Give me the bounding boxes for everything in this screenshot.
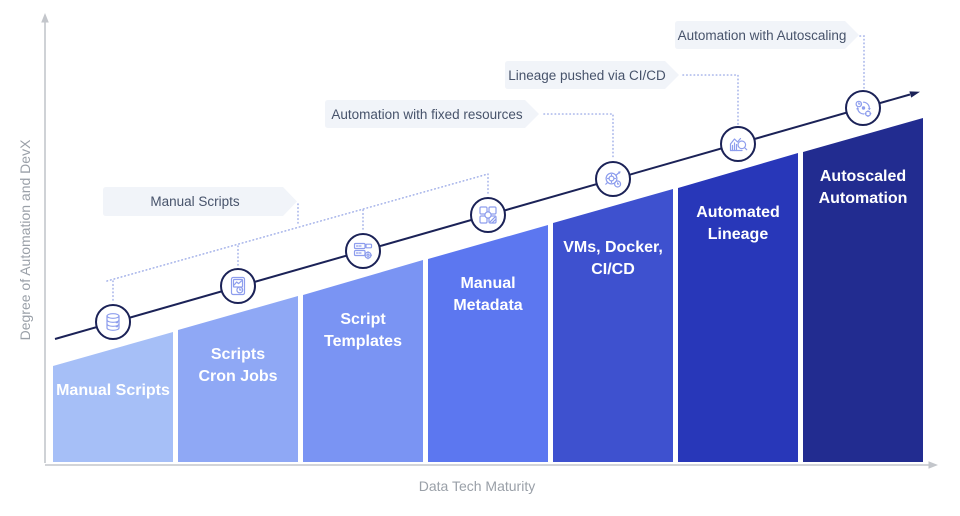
callout-shape xyxy=(103,187,297,216)
callout-label: Manual Scripts xyxy=(150,194,240,209)
x-axis-arrow-icon xyxy=(928,461,938,469)
node-autoscaled-automation xyxy=(845,90,881,126)
callout-autoscaling: Automation with Autoscaling xyxy=(675,21,859,49)
bar-label: Automated xyxy=(696,204,780,221)
bar-label: Metadata xyxy=(453,297,522,314)
bar-label: Scripts xyxy=(211,346,265,363)
callout-label: Lineage pushed via CI/CD xyxy=(508,68,666,83)
bar-label: VMs, Docker, xyxy=(563,239,663,256)
node-automated-lineage xyxy=(720,126,756,162)
y-axis-arrow-icon xyxy=(41,13,49,23)
bar-autoscaled-automation xyxy=(803,118,923,462)
connector-lineage-cicd xyxy=(682,74,739,126)
lineage-chart-icon xyxy=(729,137,748,152)
callout-shape xyxy=(505,61,679,89)
callout-label: Automation with Autoscaling xyxy=(678,28,847,43)
bar-label: Templates xyxy=(324,333,402,350)
axes: Degree of Automation and DevX Data Tech … xyxy=(17,13,938,494)
node-circle xyxy=(220,268,256,304)
callout-fixed-resources: Automation with fixed resources xyxy=(325,100,539,128)
node-vms-docker-cicd xyxy=(595,161,631,197)
bar-label: Manual Scripts xyxy=(56,382,170,399)
stage-bars xyxy=(53,118,923,462)
node-script-templates xyxy=(345,233,381,269)
node-scripts-cron-jobs xyxy=(220,268,256,304)
bar-label: Autoscaled xyxy=(820,168,906,185)
report-document-icon xyxy=(230,276,246,296)
callouts: Manual Scripts Automation with fixed res… xyxy=(103,21,859,216)
bar-label: Manual xyxy=(460,275,515,292)
bar-automated-lineage xyxy=(678,153,798,462)
x-axis-label: Data Tech Maturity xyxy=(419,478,535,494)
search-automation-icon xyxy=(605,171,622,188)
stage-bar-labels: Manual Scripts Scripts Cron Jobs Script … xyxy=(56,168,907,399)
bar-manual-scripts xyxy=(53,332,173,462)
bar-manual-metadata xyxy=(428,225,548,462)
stage-nodes xyxy=(95,90,881,340)
node-manual-metadata xyxy=(470,197,506,233)
metadata-blocks-icon xyxy=(479,206,497,224)
bar-label: Cron Jobs xyxy=(198,368,277,385)
bar-scripts-cron-jobs xyxy=(178,296,298,462)
y-axis-label: Degree of Automation and DevX xyxy=(17,139,33,340)
server-gear-icon xyxy=(353,242,373,260)
bar-label: Automation xyxy=(819,190,908,207)
bar-label: CI/CD xyxy=(591,261,635,278)
database-icon xyxy=(106,313,120,331)
trend-arrow-icon xyxy=(909,91,920,98)
connector-autoscaling xyxy=(859,35,865,90)
callout-manual-scripts: Manual Scripts xyxy=(103,187,297,216)
bar-label: Lineage xyxy=(708,226,769,243)
connector-fixed-resources xyxy=(543,113,614,160)
connector-manual-scripts-diagonal xyxy=(106,173,489,282)
callout-lineage-cicd: Lineage pushed via CI/CD xyxy=(505,61,679,89)
bar-script-templates xyxy=(303,260,423,462)
callout-label: Automation with fixed resources xyxy=(331,107,523,122)
autoscaling-loop-icon xyxy=(855,100,872,117)
node-manual-scripts xyxy=(95,304,131,340)
dotted-connectors xyxy=(106,35,865,304)
node-circle xyxy=(595,161,631,197)
bar-vms-docker-cicd xyxy=(553,189,673,462)
callout-shape xyxy=(675,21,859,49)
callout-shape xyxy=(325,100,539,128)
bar-label: Script xyxy=(340,311,386,328)
